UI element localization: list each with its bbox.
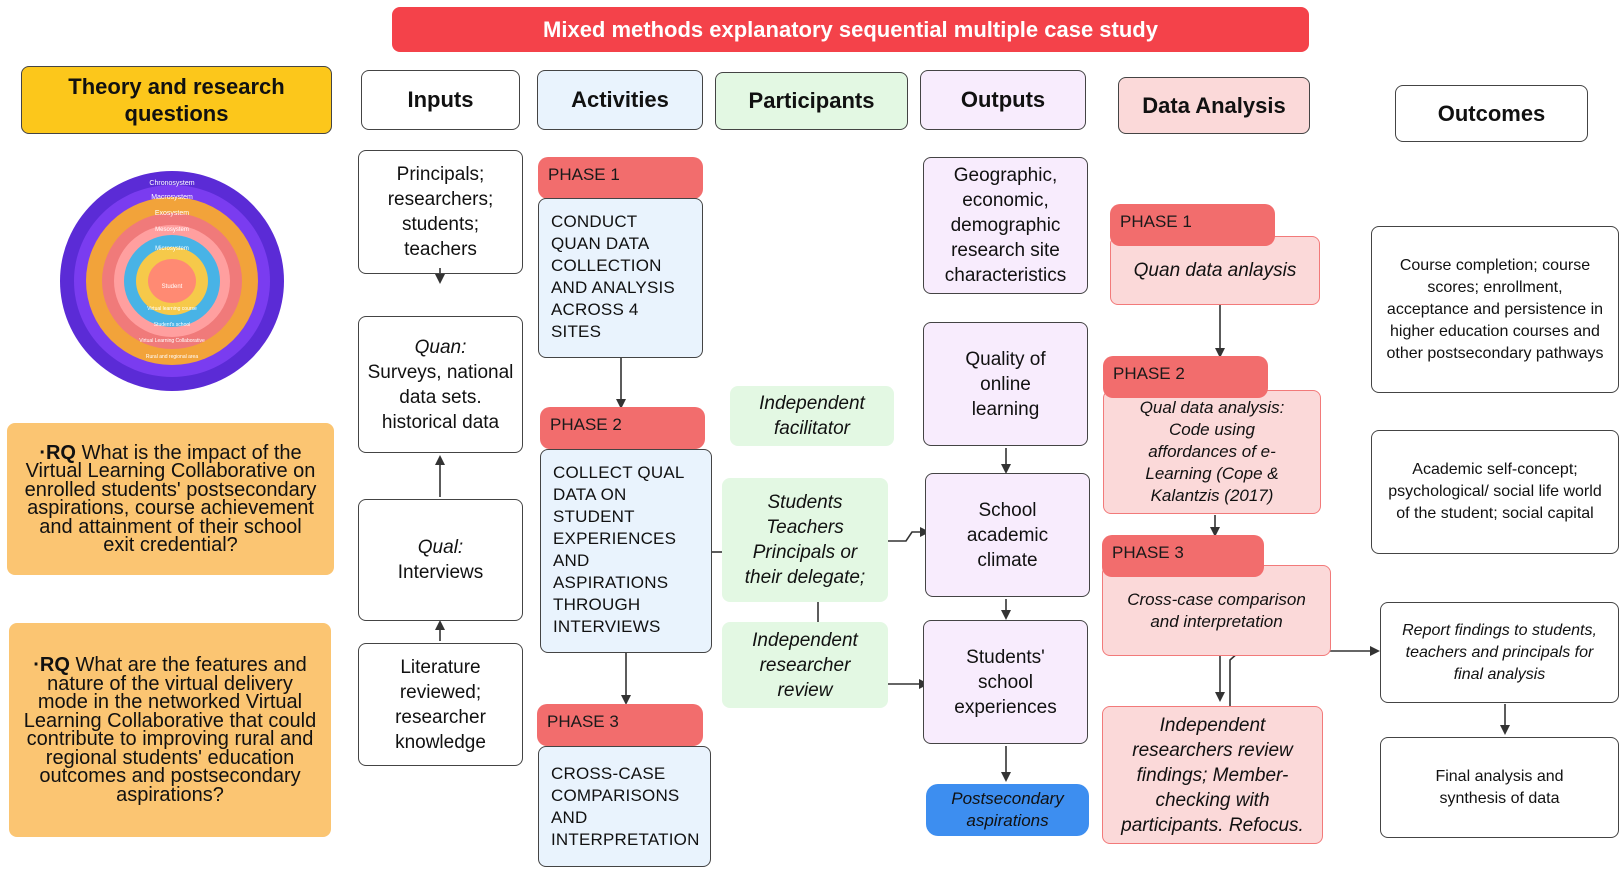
analysis-phase-2-label-text: PHASE 2: [1113, 364, 1185, 383]
outcome-final: Final analysis and synthesis of data: [1380, 737, 1619, 838]
inputs-people-text: Principals; researchers; students; teach…: [387, 164, 494, 260]
header-analysis-text: Data Analysis: [1142, 92, 1286, 118]
inputs-quan-text: Surveys, national data sets. historical …: [367, 361, 514, 433]
activity-phase-3-label: PHASE 3: [537, 704, 703, 746]
outcome-self-concept-text: Academic self-concept; psychological/ so…: [1388, 461, 1602, 522]
research-question-2: ·RQ What are the features and nature of …: [9, 623, 331, 837]
header-analysis: Data Analysis: [1118, 77, 1310, 134]
analysis-review: Independent researchers review findings;…: [1102, 706, 1323, 844]
ring-student: Student: [162, 284, 183, 290]
inputs-qual: Qual: Interviews: [358, 499, 523, 621]
activity-phase-3: CROSS-CASE COMPARISONS AND INTERPRETATIO…: [538, 746, 711, 867]
outcome-final-text: Final analysis and synthesis of data: [1435, 767, 1564, 807]
activity-phase-2-label: PHASE 2: [540, 407, 705, 449]
analysis-phase-1-label: PHASE 1: [1110, 204, 1275, 246]
participant-review: Independent researcher review: [722, 622, 888, 708]
inputs-literature-text: Literature reviewed; researcher knowledg…: [395, 656, 486, 753]
activity-phase-2-desc: COLLECT QUAL DATA ON STUDENT EXPERIENCES…: [553, 463, 684, 636]
analysis-phase-3-label-text: PHASE 3: [1112, 543, 1184, 562]
header-outputs-text: Outputs: [960, 87, 1046, 112]
ring-chronosystem: Chronosystem: [149, 180, 194, 187]
output-experiences: Students' school experiences: [923, 620, 1088, 744]
inputs-quan: Quan: Surveys, national data sets. histo…: [358, 316, 523, 453]
activity-phase-3-desc: CROSS-CASE COMPARISONS AND INTERPRETATIO…: [551, 764, 700, 849]
outcome-self-concept: Academic self-concept; psychological/ so…: [1371, 430, 1619, 554]
analysis-phase-3: Cross-case comparison and interpretation: [1102, 565, 1331, 656]
header-theory-text: Theory and research questions: [68, 74, 285, 126]
output-climate-text: School academic climate: [966, 499, 1049, 571]
inputs-quan-label: Quan:: [414, 336, 467, 358]
header-outcomes: Outcomes: [1395, 85, 1588, 142]
ring-macrosystem: Macrosystem: [151, 194, 193, 201]
participant-facilitator-text: Independent facilitator: [759, 393, 865, 439]
activity-phase-3-text: PHASE 3: [547, 712, 619, 731]
ring-rural-area: Rural and regional area: [146, 354, 198, 360]
inputs-qual-label: Qual:: [417, 537, 464, 558]
rq1-prefix: ·RQ: [39, 441, 76, 464]
arrow-group-to-climate: [888, 527, 930, 542]
output-experiences-text: Students' school experiences: [954, 646, 1057, 718]
output-site-characteristics: Geographic, economic, demographic resear…: [923, 157, 1088, 294]
outcome-completion-text: Course completion; course scores; enroll…: [1386, 256, 1604, 362]
header-outcomes-text: Outcomes: [1437, 100, 1546, 126]
analysis-review-text: Independent researchers review findings;…: [1121, 714, 1304, 836]
inputs-literature: Literature reviewed; researcher knowledg…: [358, 643, 523, 766]
participant-review-text: Independent researcher review: [752, 629, 858, 701]
ring-school: Student's school: [154, 322, 191, 328]
header-outputs: Outputs: [920, 70, 1086, 130]
header-participants-text: Participants: [748, 88, 875, 113]
ring-mesosystem: Mesosystem: [155, 227, 189, 233]
header-activities: Activities: [537, 70, 703, 130]
title-banner: Mixed methods explanatory sequential mul…: [392, 7, 1309, 52]
activity-phase-1-desc: CONDUCT QUAN DATA COLLECTION AND ANALYSI…: [551, 212, 675, 341]
ecological-model-diagram: Chronosystem Macrosystem Exosystem Mesos…: [60, 171, 284, 391]
output-quality: Quality of online learning: [923, 322, 1088, 446]
header-inputs-text: Inputs: [407, 87, 474, 112]
participant-group-text: Students Teachers Principals or their de…: [744, 492, 866, 588]
rq2-prefix: ·RQ: [33, 654, 70, 676]
outcome-report-text: Report findings to students, teachers an…: [1402, 621, 1597, 683]
ring-virtual-course: Virtual learning course: [147, 306, 197, 312]
header-theory: Theory and research questions: [21, 66, 332, 134]
activity-phase-1: CONDUCT QUAN DATA COLLECTION AND ANALYSI…: [538, 198, 703, 358]
participant-facilitator: Independent facilitator: [730, 386, 894, 446]
analysis-phase-3-text: Cross-case comparison and interpretation: [1127, 589, 1306, 631]
output-site-text: Geographic, economic, demographic resear…: [944, 165, 1067, 286]
analysis-phase-2: Qual data analysis: Code using affordanc…: [1103, 390, 1321, 514]
header-inputs: Inputs: [361, 70, 520, 130]
rq1-text: What is the impact of the Virtual Learni…: [24, 441, 317, 556]
analysis-phase-1-label-text: PHASE 1: [1120, 212, 1192, 231]
inputs-qual-text: Interviews: [397, 562, 484, 583]
title-text: Mixed methods explanatory sequential mul…: [543, 16, 1158, 42]
analysis-phase-1: Quan data anlaysis: [1110, 236, 1320, 305]
participant-group: Students Teachers Principals or their de…: [722, 478, 888, 602]
header-participants: Participants: [715, 72, 908, 130]
analysis-phase-2-label: PHASE 2: [1103, 356, 1268, 398]
output-aspirations-text: Postsecondary aspirations: [951, 789, 1064, 830]
activity-phase-1-text: PHASE 1: [548, 165, 620, 184]
header-activities-text: Activities: [571, 87, 669, 112]
output-aspirations: Postsecondary aspirations: [926, 784, 1089, 836]
outcome-report: Report findings to students, teachers an…: [1380, 602, 1619, 703]
outcome-completion: Course completion; course scores; enroll…: [1371, 226, 1619, 393]
analysis-phase-2-text: Qual data analysis: Code using affordanc…: [1139, 398, 1285, 505]
output-climate: School academic climate: [925, 473, 1090, 597]
ring-microsystem: Microsystem: [155, 246, 189, 252]
research-question-1: ·RQ What is the impact of the Virtual Le…: [7, 423, 334, 575]
ring-collaborative: Virtual Learning Collaborative: [139, 338, 205, 344]
analysis-phase-3-label: PHASE 3: [1102, 535, 1264, 577]
activity-phase-1-label: PHASE 1: [538, 157, 703, 199]
rq2-text: What are the features and nature of the …: [23, 654, 317, 806]
activity-phase-2-text: PHASE 2: [550, 415, 622, 434]
activity-phase-2: COLLECT QUAL DATA ON STUDENT EXPERIENCES…: [540, 449, 712, 653]
inputs-people: Principals; researchers; students; teach…: [358, 150, 523, 274]
ring-exosystem: Exosystem: [155, 210, 189, 217]
analysis-phase-1-text: Quan data anlaysis: [1133, 259, 1297, 281]
arrow-review-to-report: [1229, 646, 1380, 706]
output-quality-text: Quality of online learning: [965, 348, 1046, 420]
